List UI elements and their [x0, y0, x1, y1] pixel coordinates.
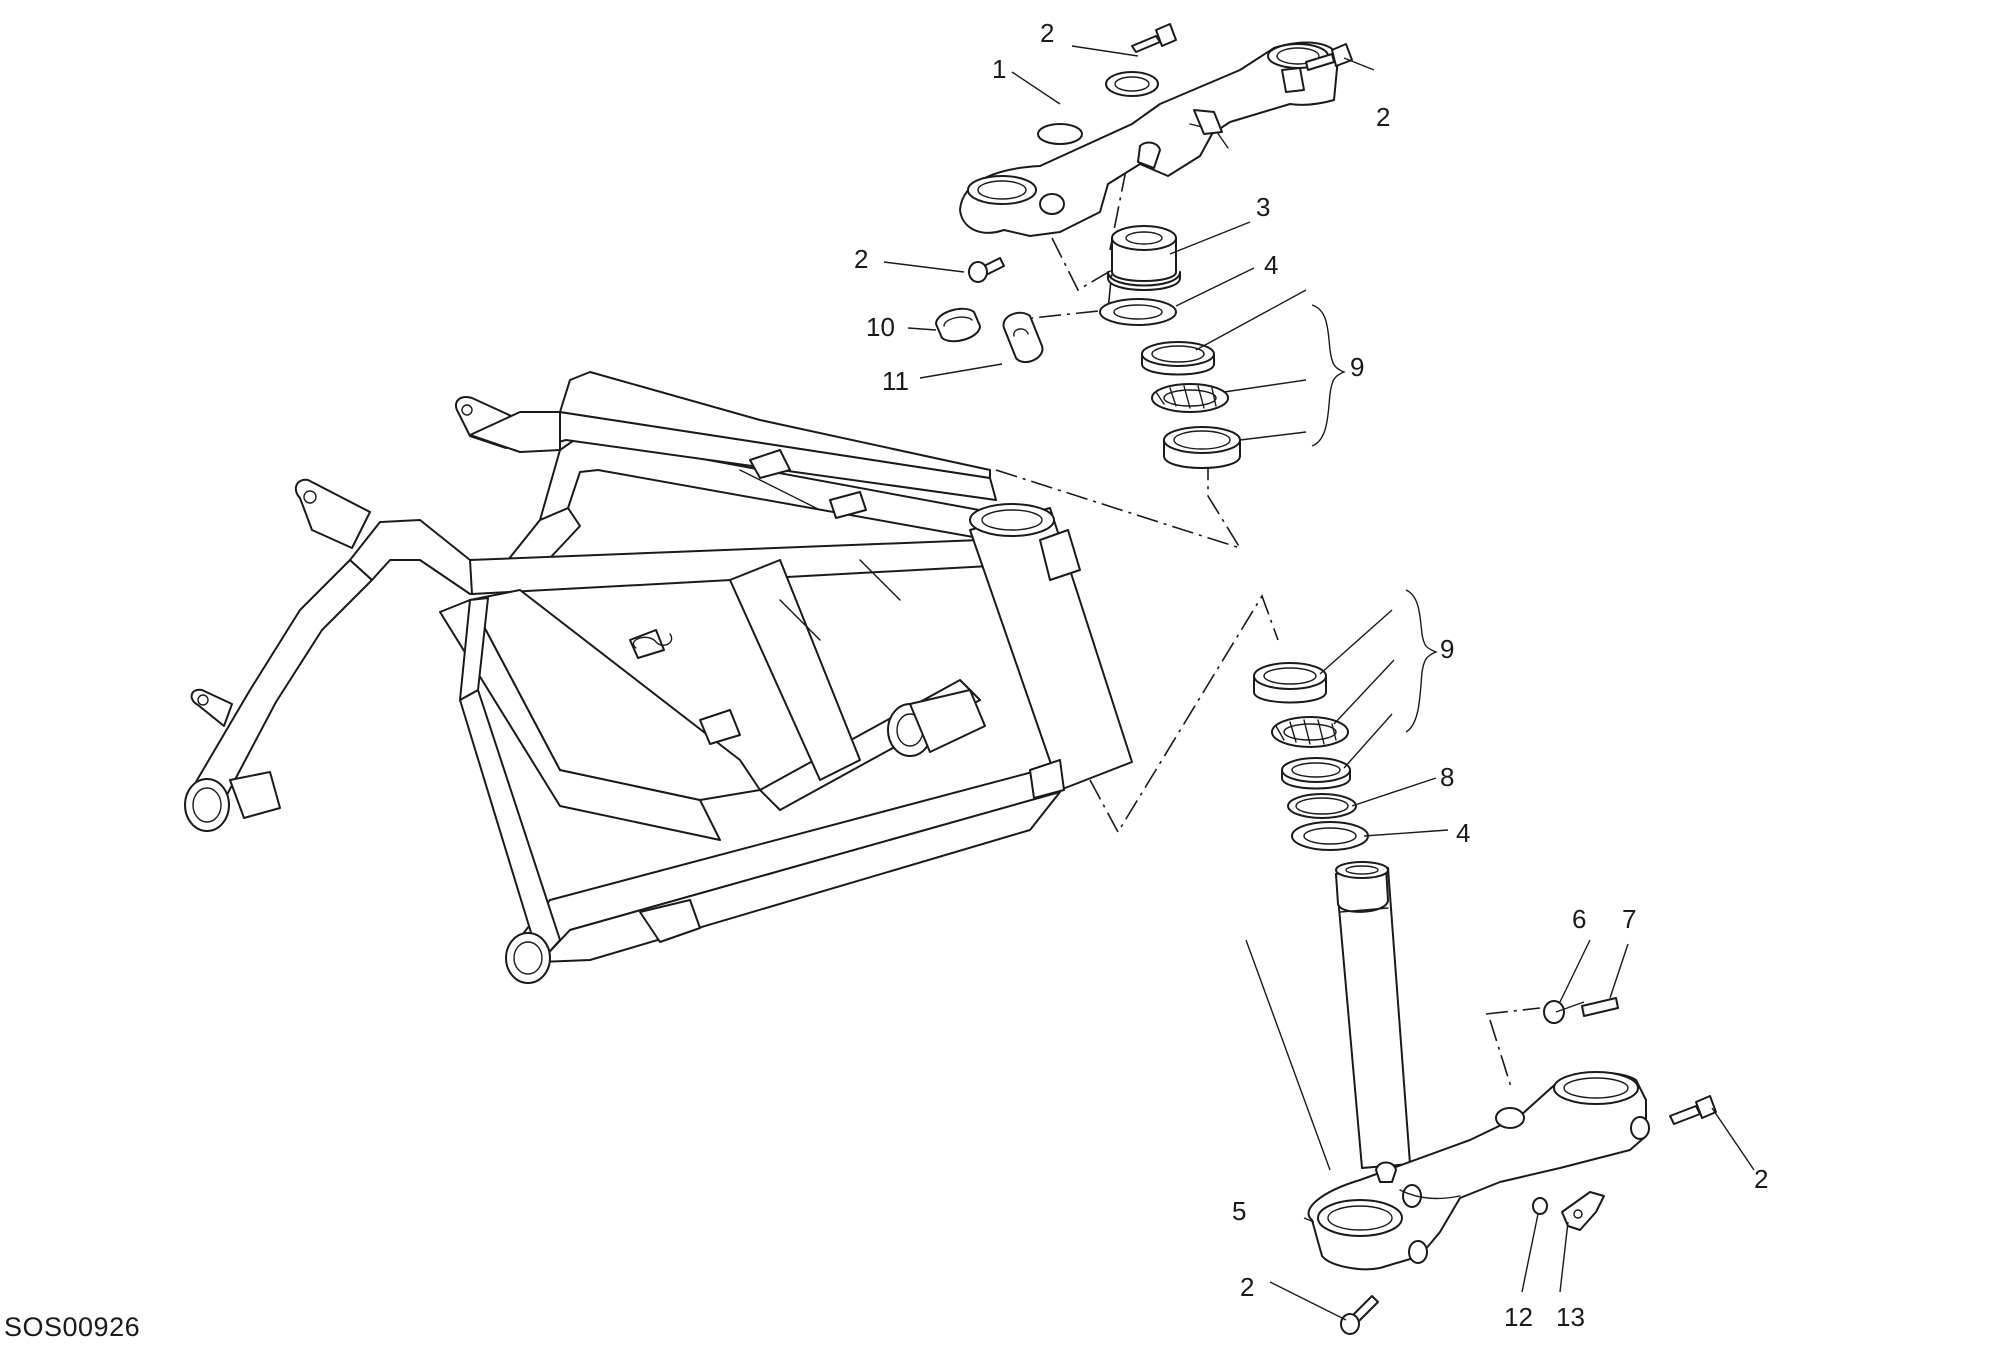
bolt-upper-top	[1131, 23, 1177, 53]
flange-nut	[1543, 1000, 1565, 1024]
bolt-lower-left	[1340, 1295, 1379, 1335]
brace-upper	[1311, 304, 1346, 447]
callout-2-top-right: 2	[1376, 102, 1390, 132]
callout-2-lower-left: 2	[1240, 1272, 1254, 1302]
leader-lines	[883, 45, 1755, 1321]
callout-2-lower-right: 2	[1754, 1164, 1768, 1194]
bearing-kit-lower	[1253, 662, 1351, 790]
callout-2-upper-left: 2	[854, 244, 868, 274]
assembly-guide-lower	[1089, 594, 1279, 834]
callout-5: 5	[1232, 1196, 1246, 1226]
washer-lower	[1291, 821, 1369, 851]
assembly-guide-pin	[1485, 1007, 1541, 1091]
cable-clip	[1002, 311, 1044, 364]
callout-7: 7	[1622, 904, 1636, 934]
callout-11: 11	[882, 366, 909, 396]
lower-triple-clamp	[1307, 1071, 1650, 1271]
callout-1: 1	[992, 54, 1006, 84]
seal-ring	[1287, 793, 1357, 819]
callout-2-top: 2	[1040, 18, 1054, 48]
callout-9-lower: 9	[1440, 634, 1454, 664]
bolt-upper-left	[968, 257, 1005, 283]
assembly-guide-clip	[1031, 237, 1113, 319]
upper-triple-clamp	[959, 41, 1339, 237]
washer-upper	[1099, 298, 1177, 326]
rubber-grommet	[935, 307, 981, 343]
steering-stem	[1335, 861, 1411, 1169]
callout-4-lower: 4	[1456, 818, 1470, 848]
callout-3: 3	[1256, 192, 1270, 222]
bolt-lower-right	[1669, 1095, 1717, 1125]
bolt-upper-right	[1305, 43, 1353, 71]
brace-lower	[1405, 589, 1438, 733]
callout-9-upper: 9	[1350, 352, 1364, 382]
small-nut	[1532, 1197, 1548, 1215]
threaded-pin	[1581, 997, 1619, 1017]
callout-13: 13	[1556, 1302, 1585, 1332]
steering-nut	[1107, 225, 1181, 291]
assembly-guide-upper	[995, 450, 1242, 550]
callout-8: 8	[1440, 762, 1454, 792]
frame	[184, 371, 1133, 984]
drawing-code: SOS00926	[4, 1312, 141, 1342]
callout-4-upper: 4	[1264, 250, 1278, 280]
callout-10: 10	[866, 312, 895, 342]
callout-12: 12	[1504, 1302, 1533, 1332]
bearing-kit-upper	[1141, 341, 1241, 469]
callout-6: 6	[1572, 904, 1586, 934]
